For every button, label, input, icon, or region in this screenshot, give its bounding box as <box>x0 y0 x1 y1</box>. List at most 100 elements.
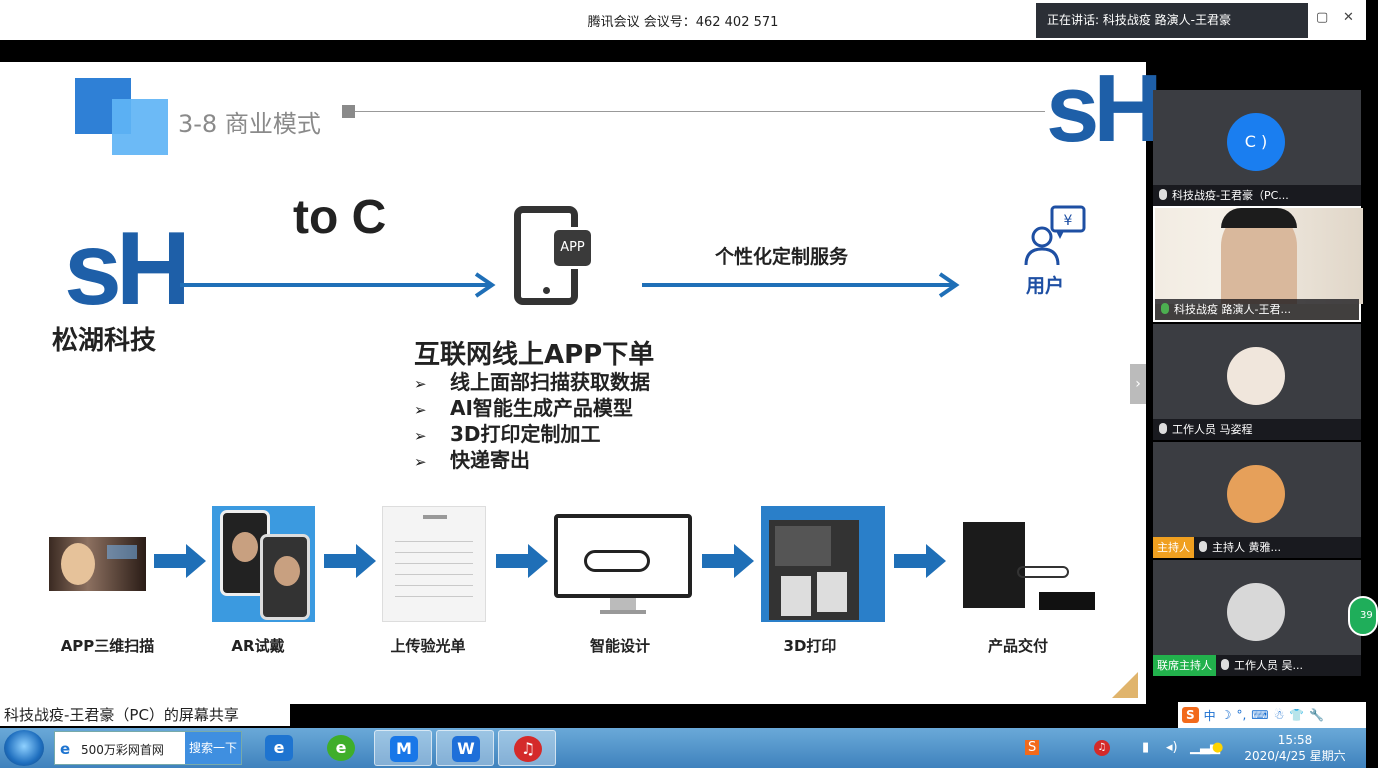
avatar <box>1227 347 1285 405</box>
bullet-arrow-icon: ➢ <box>414 427 427 445</box>
sogou-tray-icon[interactable]: S <box>1025 740 1040 755</box>
step-arrow-icon <box>702 544 754 578</box>
restore-window-button[interactable]: ▢ <box>1316 10 1329 25</box>
ime-keyboard-icon[interactable]: ⌨ <box>1251 708 1269 722</box>
prescription-sheet-image <box>382 506 486 622</box>
mic-on-icon <box>1161 303 1169 314</box>
next-page-button[interactable]: › <box>1130 364 1146 404</box>
role-badge: 联席主持人 <box>1153 655 1216 676</box>
system-clock[interactable]: 15:58 2020/4/25 星期六 <box>1236 732 1354 764</box>
volume-icon[interactable]: ◂) <box>1166 740 1178 755</box>
list-item: ➢3D打印定制加工 <box>414 421 650 447</box>
ar-tryon-image <box>212 506 315 622</box>
svg-text:¥: ¥ <box>1064 213 1073 229</box>
bullet-arrow-icon: ➢ <box>414 401 427 419</box>
speaking-indicator: 正在讲话: 科技战疫 路演人-王君豪 <box>1036 3 1308 38</box>
taskbar-app-tencent-meeting[interactable]: M <box>374 730 432 766</box>
list-item: ➢AI智能生成产品模型 <box>414 395 650 421</box>
browser-search-widget[interactable]: e 500万彩网首网 搜索一下 <box>54 731 242 765</box>
step-label: AR试戴 <box>231 637 285 655</box>
bullet-arrow-icon: ➢ <box>414 453 427 471</box>
network-icon[interactable]: ▁▃▅ <box>1190 740 1220 755</box>
start-button[interactable] <box>4 730 44 766</box>
bullet-arrow-icon: ➢ <box>414 375 427 393</box>
mic-icon <box>1159 423 1167 434</box>
battery-icon[interactable]: ▮ <box>1142 740 1150 755</box>
company-name: 松湖科技 <box>52 326 157 356</box>
mic-icon <box>1199 541 1207 552</box>
custom-service-label: 个性化定制服务 <box>715 246 849 268</box>
meeting-title: 腾讯会议 会议号：462 402 571 <box>587 15 779 30</box>
participant-name: 科技战疫 路演人-王君... <box>1155 299 1359 320</box>
participant-tile[interactable]: 联席主持人工作人员 吴... <box>1153 560 1361 676</box>
ime-toolbar[interactable]: S 中 ☽ °, ⌨ ☃ 👕 🔧 <box>1178 702 1366 728</box>
screen-share-label: 科技战疫-王君豪（PC）的屏幕共享 <box>0 704 290 726</box>
title-line-marker <box>342 105 355 118</box>
slide-corner-decoration <box>1112 672 1138 698</box>
360-browser-icon: e <box>327 735 355 761</box>
participant-count-badge[interactable]: 39 <box>1348 596 1378 636</box>
flow-arrow-icon <box>642 272 960 298</box>
clock-date: 2020/4/25 星期六 <box>1244 749 1346 763</box>
mic-icon <box>1221 659 1229 670</box>
step-arrow-icon <box>154 544 206 578</box>
step-arrow-icon <box>496 544 548 578</box>
taskbar: e 500万彩网首网 搜索一下 e e M W ♫ S ♫ ▮ ◂) ▁▃▅ ●… <box>0 728 1366 768</box>
scan-photo <box>49 537 146 591</box>
avatar <box>1227 583 1285 641</box>
online-order-heading: 互联网线上APP下单 <box>414 340 655 370</box>
slide-title: 3-8 商业模式 <box>178 110 321 138</box>
participant-tile[interactable]: 主持人主持人 黄雅... <box>1153 442 1361 558</box>
company-logo-large: sH <box>64 211 191 327</box>
step-arrow-icon <box>894 544 946 578</box>
list-item: ➢快递寄出 <box>414 447 650 473</box>
list-item: ➢线上面部扫描获取数据 <box>414 369 650 395</box>
taskbar-app-360-browser[interactable]: e <box>312 730 370 766</box>
product-box-image <box>961 522 1097 614</box>
step-label: 3D打印 <box>783 637 837 655</box>
step-label: 智能设计 <box>589 637 650 655</box>
participant-name: 科技战疫-王君豪（PC... <box>1153 185 1361 206</box>
step-arrow-icon <box>324 544 376 578</box>
taskbar-app-wps[interactable]: W <box>436 730 494 766</box>
participant-name: 主持人主持人 黄雅... <box>1153 537 1361 558</box>
participant-tile[interactable]: C ) 科技战疫-王君豪（PC... <box>1153 90 1361 206</box>
close-window-button[interactable]: ✕ <box>1343 10 1354 25</box>
3d-printer-image <box>761 506 885 622</box>
ie-icon: e <box>265 735 293 761</box>
flow-arrow-icon <box>180 272 496 298</box>
participant-tile-speaking[interactable]: 科技战疫 路演人-王君... <box>1153 206 1363 322</box>
ime-punctuation-icon[interactable]: °, <box>1236 708 1247 722</box>
participant-name: 工作人员 马姿程 <box>1153 419 1361 440</box>
title-decoration-square <box>112 99 168 155</box>
ime-settings-icon[interactable]: 🔧 <box>1309 708 1325 722</box>
role-badge: 主持人 <box>1153 537 1194 558</box>
wps-icon: W <box>452 736 480 762</box>
ime-moon-icon[interactable]: ☽ <box>1220 708 1232 722</box>
taskbar-app-netease-music[interactable]: ♫ <box>498 730 556 766</box>
step-label: APP三维扫描 <box>60 637 155 655</box>
netease-tray-icon[interactable]: ♫ <box>1094 740 1110 756</box>
user-label: 用户 <box>1026 275 1065 297</box>
feature-list: ➢线上面部扫描获取数据 ➢AI智能生成产品模型 ➢3D打印定制加工 ➢快递寄出 <box>414 369 650 473</box>
security-tray-icon[interactable]: ● <box>1212 740 1224 755</box>
participant-tile[interactable]: 工作人员 马姿程 <box>1153 324 1361 440</box>
mic-icon <box>1159 189 1167 200</box>
ime-language-button[interactable]: 中 <box>1203 708 1216 723</box>
avatar: C ) <box>1227 113 1285 171</box>
participant-name: 联席主持人工作人员 吴... <box>1153 655 1361 676</box>
ie-icon: e <box>60 740 71 758</box>
ime-skin-icon[interactable]: 👕 <box>1289 708 1305 722</box>
search-tab-label[interactable]: 500万彩网首网 <box>81 743 164 757</box>
search-button[interactable]: 搜索一下 <box>185 732 241 764</box>
tencent-meeting-icon: M <box>390 736 418 762</box>
title-divider <box>355 111 1045 112</box>
taskbar-app-ie[interactable]: e <box>250 730 308 766</box>
sogou-ime-icon[interactable]: S <box>1182 707 1199 723</box>
app-badge-icon: APP <box>551 227 594 269</box>
company-logo: sH <box>1046 55 1163 162</box>
smart-design-monitor-image <box>554 514 692 616</box>
shared-slide: 3-8 商业模式 sH sH 松湖科技 to C APP 个性化定制服务 ¥ 用… <box>0 55 1163 704</box>
ime-emoji-icon[interactable]: ☃ <box>1273 708 1285 722</box>
